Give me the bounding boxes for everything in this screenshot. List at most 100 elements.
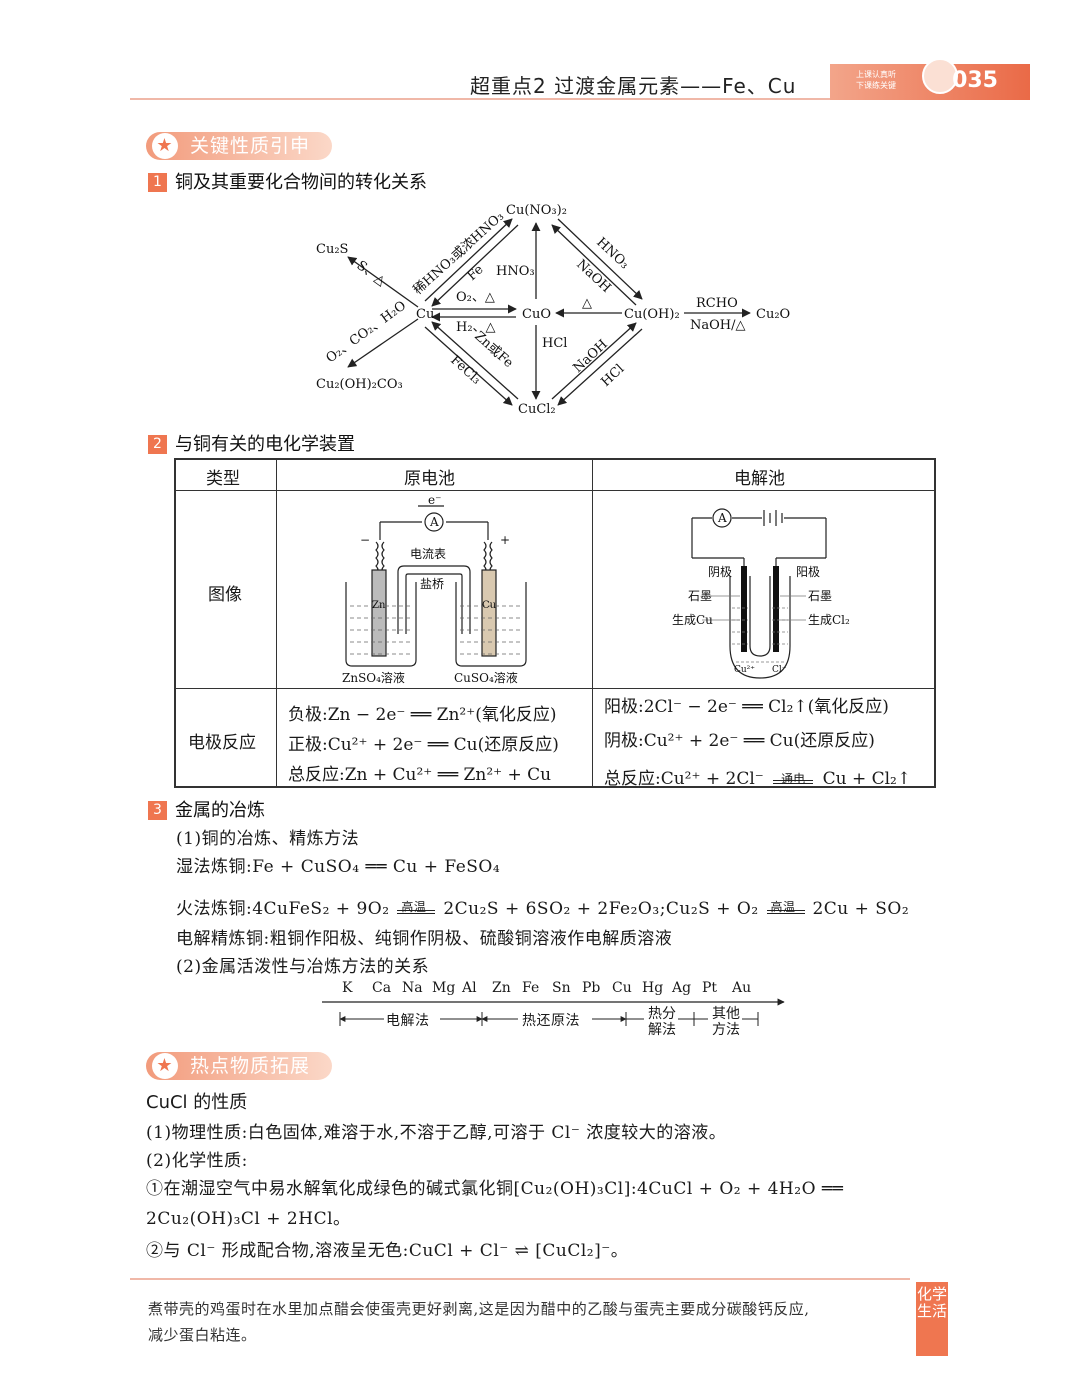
cucl-complex: ②与 Cl⁻ 形成配合物,溶液呈无色:CuCl + Cl⁻ ⇌ [CuCl₂]⁻… (146, 1241, 629, 1261)
header-rule (130, 98, 830, 100)
star-icon: ★ (152, 133, 178, 159)
method-electrolysis: 电解法 (386, 1013, 430, 1029)
cl-ion-label: Cl⁻ (772, 665, 787, 675)
label-zn-fe: Zn或Fe (471, 329, 516, 371)
node-cu2s: Cu₂S (316, 242, 348, 257)
label-o2-co2-h2o: O₂、CO₂、H₂O (324, 298, 410, 366)
header-electrolytic: 电解池 (734, 469, 785, 489)
footer-rule (130, 1278, 910, 1280)
ammeter-letter: A (429, 515, 439, 529)
cathode-label: 阴极 (708, 565, 732, 579)
fire-copper-method: 火法炼铜:4CuFeS₂ + 9O₂ 高温 2Cu₂S + 6SO₂ + 2Fe… (176, 899, 910, 919)
chemistry-life-tab: 化学生活 (916, 1282, 948, 1356)
galvanic-cell-figure: e⁻ A 电流表 − + 盐桥 Zn Cu ZnSO₄溶液 CuSO₄溶液 (342, 496, 527, 685)
row-label-reaction: 电极反应 (188, 733, 256, 753)
cuso4-label: CuSO₄溶液 (454, 670, 518, 685)
chapter-title: 超重点2 过渡金属元素——Fe、Cu (470, 74, 797, 98)
label-fecl3: FeCl₃ (447, 353, 483, 388)
label-fe: Fe (465, 262, 487, 284)
smelting-subtitle-2: (2)金属活泼性与冶炼方法的关系 (176, 957, 430, 977)
metal-symbol: Fe (522, 980, 540, 996)
metal-symbol: Al (462, 980, 477, 996)
electrochem-table: 类型 原电池 电解池 图像 电极反应 (174, 458, 936, 789)
cucl-physical: (1)物理性质:白色固体,难溶于水,不溶于乙醇,可溶于 Cl⁻ 浓度较大的溶液。 (146, 1123, 727, 1143)
metal-symbol: Zn (492, 980, 511, 996)
cu-formed-label: 生成Cu (672, 613, 713, 627)
item-number: 3 (148, 801, 167, 820)
header-type: 类型 (206, 469, 240, 489)
node-cu: Cu (416, 307, 434, 322)
cu2-ion-label: Cu²⁺ (734, 665, 755, 675)
node-cuno3: Cu(NO₃)₂ (506, 203, 567, 218)
page-badge: 上课认真听 下课练关键 035 (830, 58, 1030, 100)
metal-symbol: Sn (552, 980, 571, 996)
copper-conversion-diagram: Cu CuO Cu(NO₃)₂ Cu(OH)₂ CuCl₂ Cu₂S Cu₂(O… (316, 203, 790, 417)
electrolytic-anode-reaction: 阳极:2Cl⁻ − 2e⁻ ══ Cl₂↑(氧化反应) (604, 697, 889, 717)
label-hno3-b: HNO₃ (593, 235, 631, 272)
method-thermal-reduction: 热还原法 (522, 1013, 580, 1029)
label-naoh-heat: NaOH/△ (690, 318, 746, 333)
plus-sign: + (500, 533, 510, 547)
section-banner-key-properties: ★ 关键性质引申 (146, 132, 332, 160)
electrolytic-cell-figure: A 阴极 阳极 石墨 石墨 生成Cu 生成Cl₂ Cu²⁺ Cl⁻ (672, 508, 850, 679)
metal-symbol: Au (732, 980, 752, 996)
metal-symbol: K (342, 980, 353, 996)
metal-symbol: Pt (702, 980, 718, 996)
label-naoh-b: NaOH (570, 337, 610, 376)
footer-note-line-1: 煮带壳的鸡蛋时在水里加点醋会使蛋壳更好剥离,这是因为醋中的乙酸与蛋壳主要成分碳酸… (148, 1300, 810, 1318)
electrolytic-total-reaction: 总反应:Cu²⁺ + 2Cl⁻ 通电 Cu + Cl₂↑ (604, 769, 912, 789)
cucl-title: CuCl 的性质 (146, 1092, 248, 1113)
metal-symbol: Pb (582, 980, 601, 996)
label-dilute-conc-hno3: 稀HNO₃或浓HNO₃ (411, 209, 507, 298)
salt-bridge-label: 盐桥 (420, 577, 444, 591)
minus-sign: − (360, 533, 370, 547)
label-o2-heat: O₂、△ (456, 290, 495, 305)
metal-symbol: Mg (432, 980, 456, 996)
cucl-chemical-heading: (2)化学性质: (146, 1151, 248, 1171)
metal-symbol: Cu (612, 980, 632, 996)
smelting-subtitle-1: (1)铜的冶炼、精炼方法 (176, 829, 360, 849)
condition-electrify: 通电 (781, 772, 806, 786)
page-number: 035 (952, 68, 998, 93)
electro-refining: 电解精炼铜:粗铜作阳极、纯铜作阴极、硫酸铜溶液作电解质溶液 (176, 929, 673, 949)
galvanic-positive-reaction: 正极:Cu²⁺ + 2e⁻ ══ Cu(还原反应) (288, 735, 559, 755)
star-icon: ★ (152, 1053, 178, 1079)
label-hcl-a: HCl (542, 336, 567, 351)
label-h2-heat: H₂、△ (456, 320, 496, 335)
node-cuoh2: Cu(OH)₂ (624, 307, 680, 322)
electron-label: e⁻ (428, 496, 441, 507)
label-s-heat: S、△ (354, 258, 389, 289)
node-cuo: CuO (522, 307, 551, 322)
node-cucl2: CuCl₂ (518, 402, 556, 417)
node-cu2oh2co3: Cu₂(OH)₂CO₃ (316, 377, 403, 392)
galvanic-negative-reaction: 负极:Zn − 2e⁻ ══ Zn²⁺(氧化反应) (288, 705, 557, 725)
metal-symbol: Ag (672, 980, 692, 996)
ammeter-label: 电流表 (410, 547, 446, 561)
section-banner-hot-substances: ★ 热点物质拓展 (146, 1052, 332, 1080)
ammeter-letter: A (717, 511, 727, 525)
label-naoh-a: NaOH (573, 257, 613, 296)
electrolytic-cathode-reaction: 阴极:Cu²⁺ + 2e⁻ ══ Cu(还原反应) (604, 731, 875, 751)
item-number: 1 (148, 173, 167, 192)
zn-electrode-label: Zn (372, 600, 386, 611)
anode-label: 阳极 (796, 565, 820, 579)
item-number: 2 (148, 435, 167, 454)
label-heat: △ (582, 296, 592, 311)
label-rcho: RCHO (696, 296, 738, 311)
galvanic-total-reaction: 总反应:Zn + Cu²⁺ ══ Zn²⁺ + Cu (288, 765, 552, 785)
badge-motto: 上课认真听 下课练关键 (856, 70, 896, 90)
cucl-hydrolysis: ①在潮湿空气中易水解氧化成绿色的碱式氯化铜[Cu₂(OH)₃Cl]:4CuCl … (146, 1179, 844, 1199)
cu-electrode-label: Cu (482, 600, 497, 611)
header-galvanic: 原电池 (404, 469, 455, 489)
method-thermal-decomposition: 热分解法 (648, 1006, 676, 1038)
metal-symbol: Na (402, 980, 423, 996)
row-label-image: 图像 (208, 585, 242, 605)
znso4-label: ZnSO₄溶液 (342, 670, 405, 685)
footer-note-line-2: 减少蛋白粘连。 (148, 1326, 257, 1344)
metal-symbol: Hg (642, 980, 664, 996)
cl2-formed-label: 生成Cl₂ (808, 613, 850, 627)
